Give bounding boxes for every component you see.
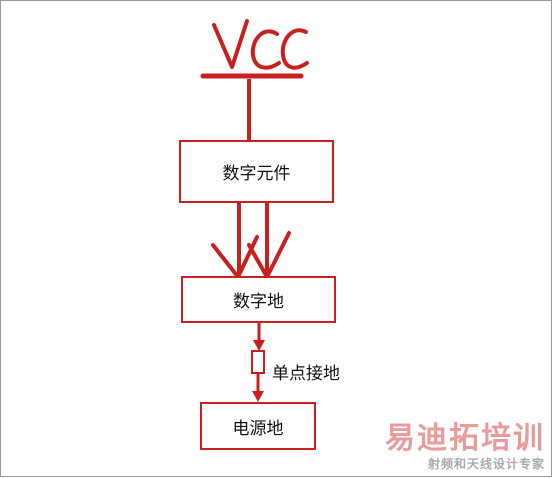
watermark-subtitle: 射频和天线设计专家 bbox=[427, 457, 545, 471]
power-ground-block: 电源地 bbox=[200, 402, 316, 450]
watermark: 易迪拓培训 射频和天线设计专家 bbox=[385, 413, 545, 472]
digital-component-block: 数字元件 bbox=[179, 140, 334, 203]
ground-wire-lower bbox=[252, 373, 264, 402]
watermark-title: 易迪拓培训 bbox=[385, 421, 545, 456]
single-point-ground-label: 单点接地 bbox=[272, 364, 340, 384]
digital-component-label: 数字元件 bbox=[222, 164, 291, 184]
current-arrow-left bbox=[211, 201, 259, 281]
power-ground-label: 电源地 bbox=[232, 418, 284, 439]
digital-ground-block: 数字地 bbox=[181, 276, 336, 323]
ground-wire-upper bbox=[253, 322, 265, 351]
vcc-handwritten-label bbox=[212, 19, 309, 70]
single-point-resistor bbox=[251, 350, 265, 374]
digital-ground-label: 数字地 bbox=[233, 292, 284, 312]
